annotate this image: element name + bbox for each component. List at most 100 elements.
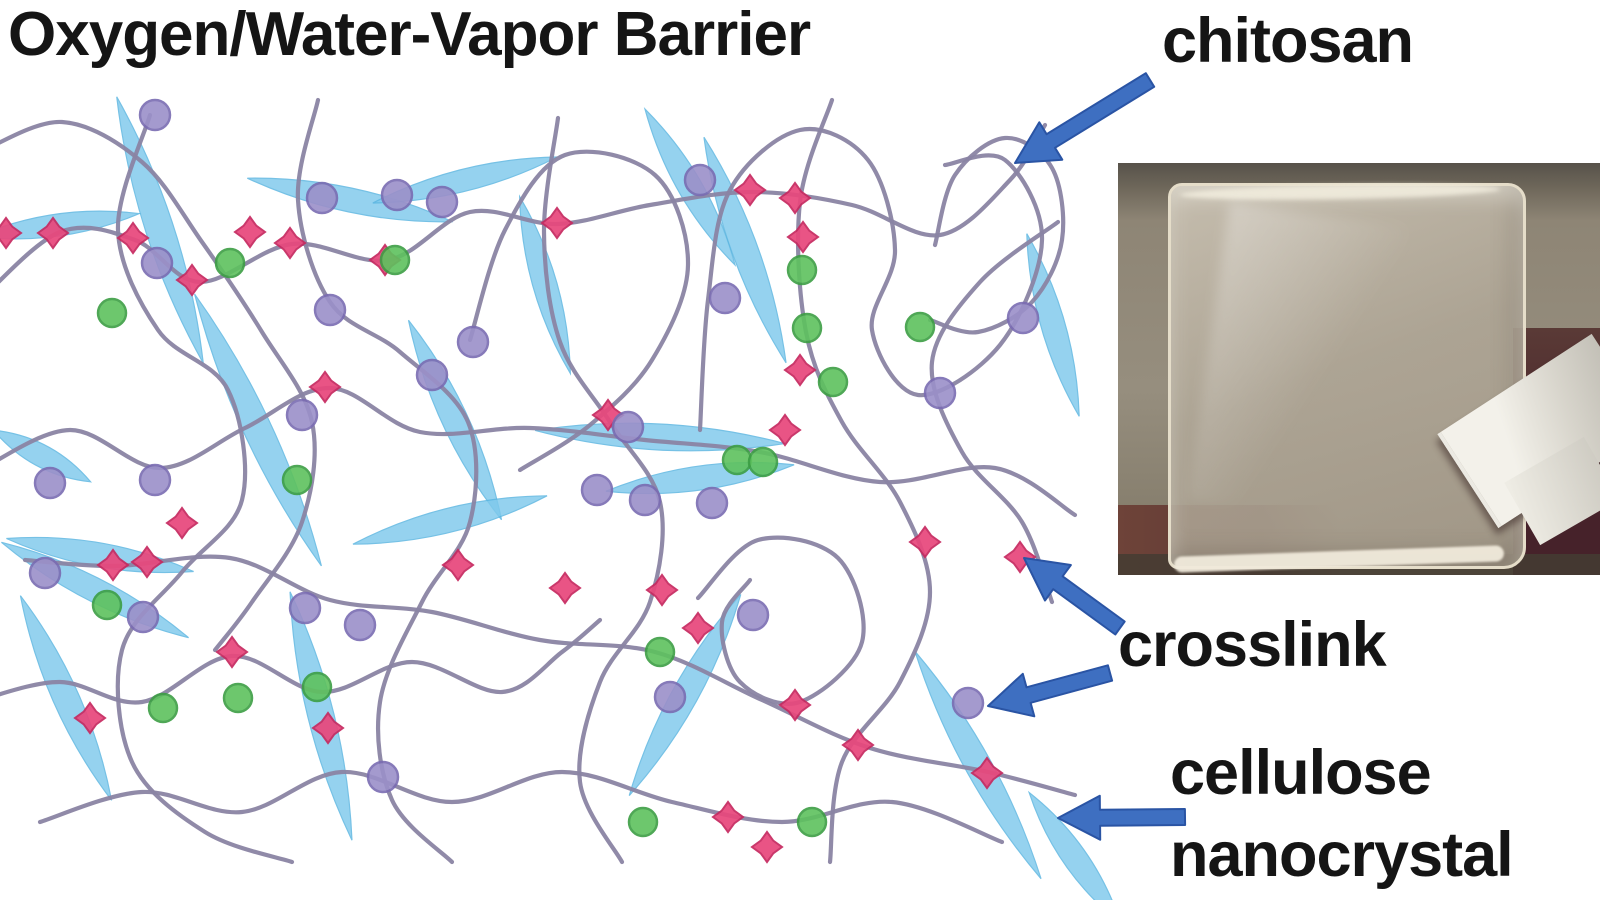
purple-node — [126, 600, 160, 634]
cellulose-nanocrystal — [194, 293, 322, 567]
crosslink-node — [215, 635, 249, 669]
crosslink-node — [308, 370, 342, 404]
cellulose-nanocrystal — [407, 319, 503, 521]
crosslink-node — [165, 506, 199, 540]
chitosan-chain — [295, 97, 479, 865]
green-node — [747, 446, 779, 478]
crosslink-node — [540, 206, 574, 240]
cellulose-nanocrystal — [1027, 790, 1123, 900]
green-node — [791, 312, 823, 344]
crosslink-node — [681, 611, 715, 645]
crosslink-node — [711, 800, 745, 834]
chitosan-chain — [0, 119, 317, 653]
crosslink-node — [0, 216, 23, 250]
label-cellulose-line1: cellulose — [1170, 738, 1432, 808]
purple-node — [695, 486, 729, 520]
green-node — [301, 671, 333, 703]
purple-node — [708, 281, 742, 315]
chitosan-chain — [22, 554, 1078, 798]
cellulose-nanocrystal — [0, 429, 92, 483]
green-node — [281, 464, 313, 496]
purple-node — [138, 98, 172, 132]
purple-node — [366, 760, 400, 794]
crosslink-node — [786, 220, 820, 254]
label-cellulose-line2: nanocrystal — [1170, 820, 1514, 890]
label-chitosan: chitosan — [1162, 6, 1414, 76]
crosslink-node — [130, 545, 164, 579]
crosslink-node — [175, 263, 209, 297]
crosslink-arrow-upper — [1023, 557, 1126, 636]
crosslink-node — [778, 181, 812, 215]
chitosan-chain — [927, 135, 1066, 335]
purple-node — [1006, 301, 1040, 335]
cellulose-nanocrystal — [289, 591, 353, 841]
purple-node — [28, 556, 62, 590]
green-node — [96, 297, 128, 329]
purple-node — [456, 325, 490, 359]
crosslink-node — [441, 548, 475, 582]
green-node — [379, 244, 411, 276]
purple-node — [140, 246, 174, 280]
green-node — [91, 589, 123, 621]
cellulose-nanocrystal-arrow — [1057, 794, 1187, 841]
purple-node — [288, 591, 322, 625]
crosslink-node — [116, 221, 150, 255]
crosslink-node — [768, 413, 802, 447]
crosslink-node — [645, 573, 679, 607]
purple-node — [683, 163, 717, 197]
crosslink-node — [970, 756, 1004, 790]
chitosan-chain — [0, 122, 1048, 285]
purple-node — [138, 463, 172, 497]
green-node — [222, 682, 254, 714]
crosslink-node — [548, 571, 582, 605]
purple-node — [653, 680, 687, 714]
purple-node — [313, 293, 347, 327]
green-node — [721, 444, 753, 476]
purple-node — [580, 473, 614, 507]
green-node — [147, 692, 179, 724]
green-node — [627, 806, 659, 838]
green-node — [904, 311, 936, 343]
chitosan-arrow — [1014, 72, 1156, 164]
purple-node — [343, 608, 377, 642]
figure-title: Oxygen/Water-Vapor Barrier — [8, 0, 811, 69]
purple-node — [736, 598, 770, 632]
purple-node — [285, 398, 319, 432]
crosslink-node — [36, 216, 70, 250]
green-node — [817, 366, 849, 398]
cellulose-nanocrystal — [914, 650, 1042, 880]
cellulose-nanocrystal — [116, 96, 204, 364]
crosslink-node — [783, 353, 817, 387]
chitosan-chain — [697, 126, 1045, 433]
film-photo — [1118, 163, 1600, 575]
purple-node — [628, 483, 662, 517]
chitosan-chain — [37, 769, 1005, 845]
green-node — [796, 806, 828, 838]
cellulose-nanocrystal — [19, 595, 113, 801]
cellulose-nanocrystal — [352, 495, 548, 545]
crosslink-node — [96, 548, 130, 582]
cellulose-nanocrystal — [247, 177, 453, 223]
crosslink-arrow-lower — [987, 664, 1114, 718]
chitosan-chain — [695, 535, 866, 706]
purple-node — [33, 466, 67, 500]
cellulose-nanocrystal — [1026, 233, 1080, 417]
green-node — [786, 254, 818, 286]
purple-node — [425, 185, 459, 219]
crosslink-node — [273, 226, 307, 260]
green-node — [644, 636, 676, 668]
crosslink-node — [591, 398, 625, 432]
crosslink-node — [908, 525, 942, 559]
green-node — [214, 247, 246, 279]
purple-node — [380, 178, 414, 212]
chitosan-chain — [467, 149, 691, 473]
crosslink-node — [841, 728, 875, 762]
crosslink-node — [750, 830, 784, 864]
purple-node — [415, 358, 449, 392]
crosslink-node — [73, 701, 107, 735]
purple-node — [951, 686, 985, 720]
crosslink-node — [778, 688, 812, 722]
label-crosslink: crosslink — [1118, 610, 1387, 680]
